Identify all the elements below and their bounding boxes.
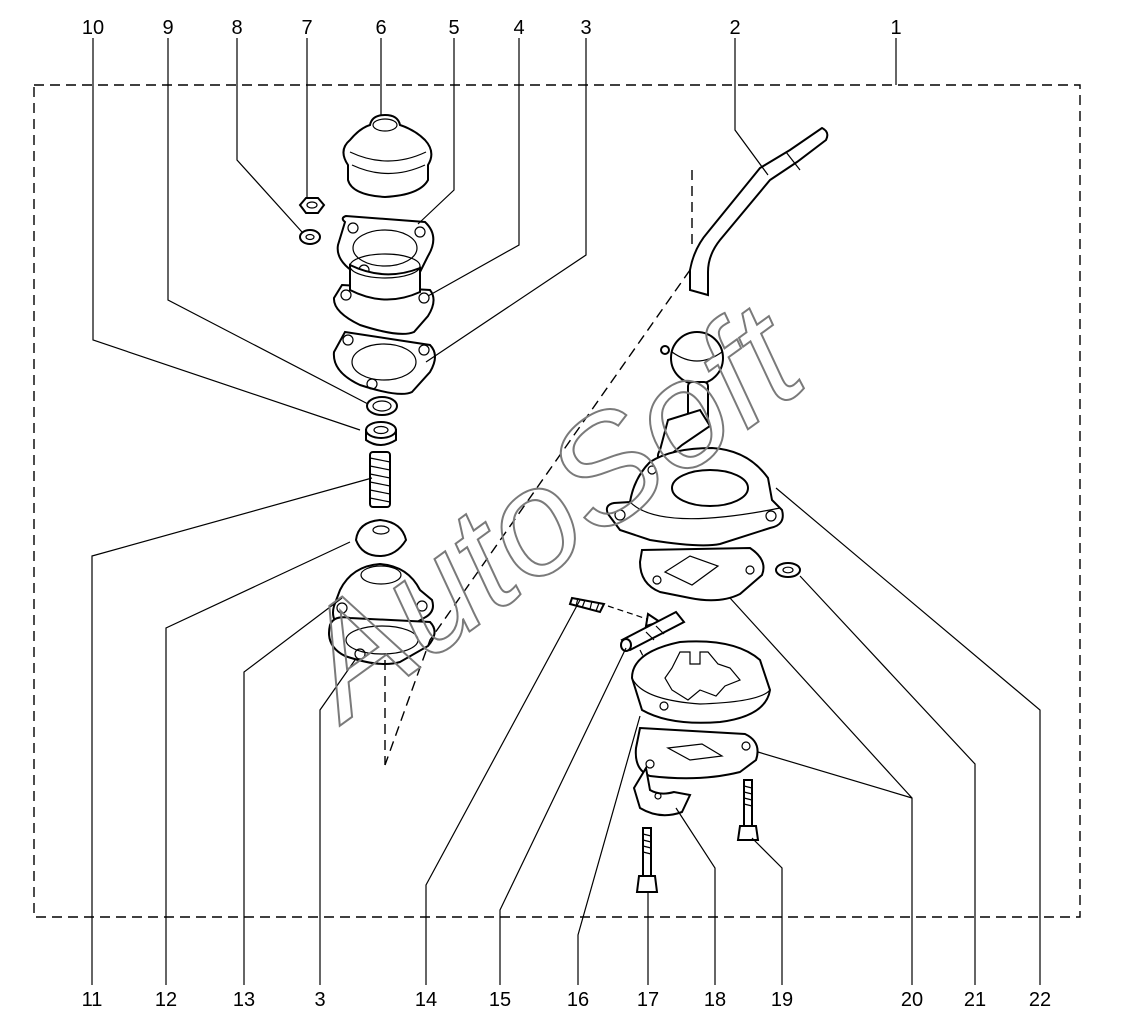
part-gear-lever: [656, 126, 829, 464]
label-10: 10: [82, 17, 104, 39]
part-middle-flange: [332, 253, 435, 335]
part-spring-cup: [354, 518, 408, 558]
part-guide-gasket: [634, 726, 759, 780]
part-washer-small: [299, 229, 321, 245]
part-boot: [342, 113, 433, 199]
label-18: 18: [704, 989, 726, 1011]
part-guide-plate: [630, 640, 772, 724]
label-11: 11: [82, 989, 103, 1011]
label-20: 20: [901, 989, 923, 1011]
label-3-bottom: 3: [314, 989, 325, 1011]
label-4: 4: [513, 17, 524, 39]
part-bracket: [632, 765, 692, 817]
part-detent-pin: [620, 610, 686, 652]
label-19: 19: [771, 989, 793, 1011]
leader-lines: [91, 38, 1041, 985]
label-3-top: 3: [580, 17, 591, 39]
label-12: 12: [155, 989, 177, 1011]
label-22: 22: [1029, 989, 1051, 1011]
label-6: 6: [375, 17, 386, 39]
part-circlip: [366, 396, 398, 416]
part-shift-housing: [605, 446, 784, 547]
label-16: 16: [567, 989, 589, 1011]
label-2: 2: [729, 17, 740, 39]
label-13: 13: [233, 989, 255, 1011]
part-washer: [775, 562, 801, 578]
part-spring: [369, 451, 391, 508]
label-5: 5: [448, 17, 459, 39]
assembly-arrow-spring: [607, 605, 651, 621]
part-bolt-right: [736, 779, 760, 841]
label-7: 7: [301, 17, 312, 39]
top-labels: 10 9 8 7 6 5 4 3 2 1: [82, 17, 902, 39]
part-bush: [365, 421, 397, 446]
part-nut: [298, 197, 326, 214]
label-21: 21: [964, 989, 986, 1011]
part-gasket-lower: [328, 616, 436, 665]
label-15: 15: [489, 989, 511, 1011]
label-17: 17: [637, 989, 659, 1011]
label-9: 9: [162, 17, 173, 39]
part-bolt-left: [635, 827, 659, 893]
assembly-boundary: [33, 84, 1081, 918]
assembly-line-diagonal: [384, 170, 693, 766]
part-housing-gasket: [638, 546, 765, 602]
label-1: 1: [890, 17, 901, 39]
label-14: 14: [415, 989, 437, 1011]
part-gasket-upper: [332, 330, 436, 395]
part-detent-spring: [568, 596, 606, 614]
bottom-labels: 11 12 13 3 14 15 16 17 18 19 20 21 22: [82, 989, 1052, 1011]
label-8: 8: [231, 17, 242, 39]
